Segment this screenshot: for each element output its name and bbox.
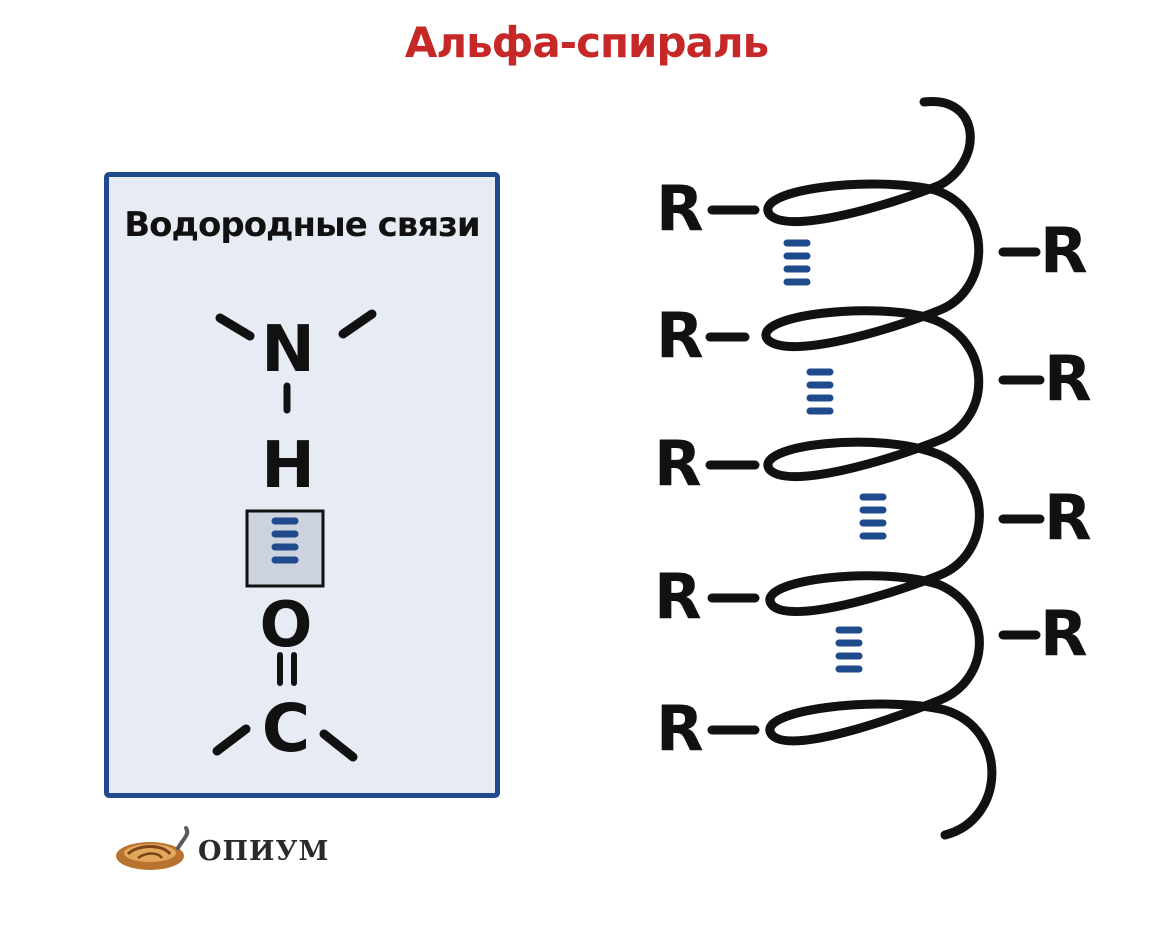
r-label-left-4: R bbox=[654, 560, 702, 633]
legend-title: Водородные связи bbox=[124, 205, 480, 245]
opium-logo-icon bbox=[116, 826, 190, 870]
hydrogen-bond-legend-box: Водородные связи bbox=[104, 172, 500, 798]
logo-text: ОПИУМ bbox=[198, 836, 330, 867]
c-left-bond bbox=[212, 724, 251, 756]
n-right-bond bbox=[338, 309, 377, 339]
helix-backbone bbox=[761, 97, 997, 840]
r-label-left-3: R bbox=[654, 427, 702, 500]
atom-n: N bbox=[261, 313, 315, 387]
legend-hbond-dashes bbox=[271, 517, 299, 564]
helix-hbond-dashes bbox=[783, 239, 887, 673]
atom-h: H bbox=[261, 429, 315, 503]
r-label-right-4: R bbox=[1040, 597, 1088, 670]
r-label-left-1: R bbox=[656, 172, 704, 245]
diagram-title: Альфа-спираль bbox=[404, 18, 769, 67]
r-label-right-3: R bbox=[1044, 481, 1092, 554]
r-label-left-5: R bbox=[656, 692, 704, 765]
r-label-left-2: R bbox=[656, 299, 704, 372]
atom-c: C bbox=[261, 690, 311, 767]
r-label-right-1: R bbox=[1040, 214, 1088, 287]
atom-o: O bbox=[259, 588, 313, 661]
c-right-bond bbox=[319, 729, 358, 762]
n-left-bond bbox=[215, 313, 255, 341]
r-label-right-2: R bbox=[1044, 342, 1092, 415]
